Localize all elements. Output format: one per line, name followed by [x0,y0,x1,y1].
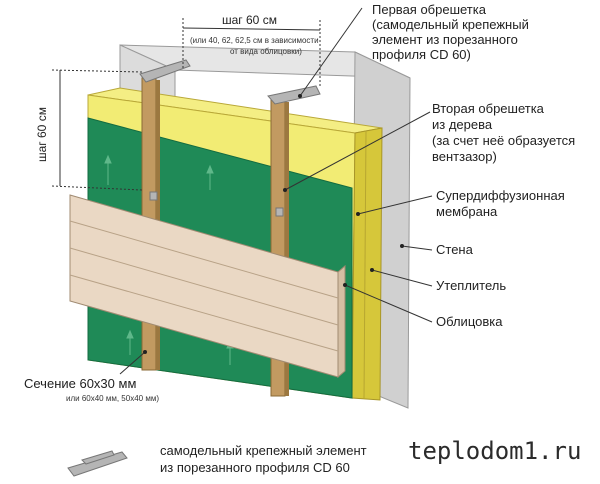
bracket-legend-icon [67,450,128,477]
cladding-board-line [69,220,339,299]
second-lathing-label: из дерева [432,117,493,132]
dimension-top-note: от вида облицовки) [230,47,302,56]
second-lathing-label: вентзазор) [432,149,497,164]
leader-lines [119,7,433,375]
insulation-side [351,127,383,401]
insulation-seam [363,130,367,400]
legend-text: самодельный крепежный элемент [160,443,367,458]
bracket-left [139,59,191,83]
membrane-label: Супердиффузионная [436,188,565,203]
legend-text: из порезанного профиля CD 60 [160,460,350,475]
dimension-top [182,18,321,88]
cladding-board-line [69,247,339,326]
second-lathing-label: Вторая обрешетка [432,101,545,116]
first-lathing-label: профиля CD 60) [372,47,471,62]
first-lathing-label: Первая обрешетка [372,2,487,17]
site-watermark: teplodom1.ru [408,437,581,465]
metal-brackets [139,59,321,217]
wall-label: Стена [436,242,474,257]
batten-right-edge [285,102,289,396]
second-lathing-label: (за счет неё образуется [432,133,575,148]
dimension-left [51,69,143,191]
section-label: Сечение 60х30 мм [24,376,136,391]
leader-dots [143,94,404,354]
cladding-label: Облицовка [436,314,503,329]
cladding-panel [69,194,346,379]
dimension-top-label: шаг 60 см [222,13,277,27]
bracket-clip-left [149,191,158,201]
dimension-left-label: шаг 60 см [35,107,49,162]
bracket-right [267,85,321,105]
section-note: или 60х40 мм, 50х40 мм) [66,394,159,403]
cladding-edge [337,264,346,379]
dimension-top-note: (или 40, 62, 62,5 см в зависимости [190,36,319,45]
first-lathing-label: элемент из порезанного [372,32,518,47]
bracket-clip-right [275,207,284,217]
membrane-label: мембрана [436,204,498,219]
insulation-label: Утеплитель [436,278,506,293]
cladding-board-line [69,274,339,352]
first-lathing-label: (самодельный крепежный [372,17,529,32]
